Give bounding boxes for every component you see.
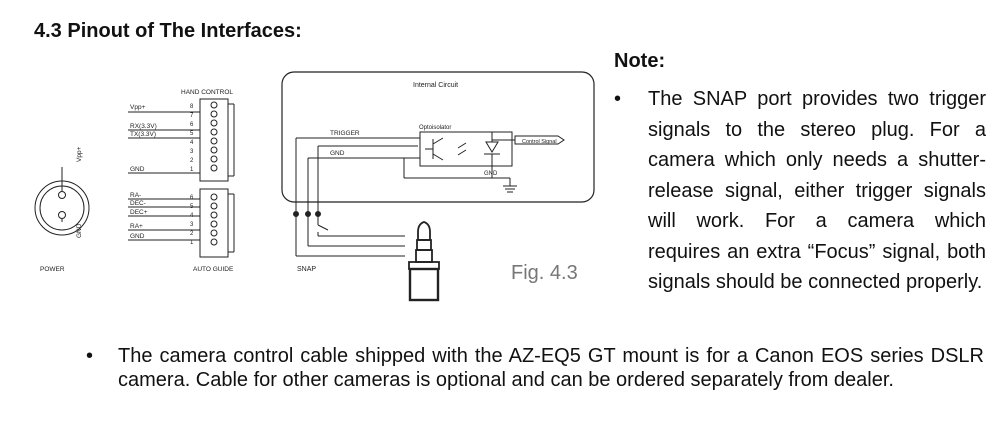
hc-pin-1: 1 xyxy=(190,167,194,173)
hand-control-signal-labels: Vpp+ RX(3.3V) TX(3.3V) GND xyxy=(130,104,157,173)
ag-pin-1: 1 xyxy=(190,240,194,246)
bottom-note-text: The camera control cable shipped with th… xyxy=(118,345,984,391)
note-title: Note: xyxy=(614,50,666,72)
ag-signal-ra-plus: RA+ xyxy=(130,223,143,230)
optoisolator-label: Optoisolator xyxy=(419,125,451,131)
hc-pin-5: 5 xyxy=(190,131,194,137)
bullet-icon: • xyxy=(614,88,622,110)
ag-signal-dec-plus: DEC+ xyxy=(130,209,148,216)
hc-pin-7: 7 xyxy=(190,113,194,119)
gnd-label: GND xyxy=(330,150,345,157)
snap-label: SNAP xyxy=(297,266,316,273)
power-gnd-label: GND xyxy=(76,223,83,238)
note-item: • The SNAP port provides two trigger sig… xyxy=(614,84,986,298)
hand-control-pin-numbers: 8 7 6 5 4 3 2 1 xyxy=(190,104,194,173)
power-connector xyxy=(34,167,90,236)
power-label: POWER xyxy=(40,266,65,273)
power-vpp-label: Vpp+ xyxy=(76,146,83,162)
hc-signal-gnd: GND xyxy=(130,166,145,173)
hc-signal-tx: TX(3.3V) xyxy=(130,131,156,138)
figure-label: Fig. 4.3 xyxy=(511,262,578,284)
trigger-label: TRIGGER xyxy=(330,130,360,137)
ag-pin-6: 6 xyxy=(190,195,194,201)
hc-pin-8: 8 xyxy=(190,104,194,110)
hand-control-title: HAND CONTROL xyxy=(181,89,233,96)
bullet-icon: • xyxy=(86,345,94,367)
section-heading: 4.3 Pinout of The Interfaces: xyxy=(34,20,302,42)
hc-pin-3: 3 xyxy=(190,149,194,155)
auto-guide-title: AUTO GUIDE xyxy=(193,266,234,273)
hand-control-connector: HAND CONTROL xyxy=(128,89,235,182)
gnd2-label: GND xyxy=(484,171,498,177)
internal-circuit-title: Internal Circuit xyxy=(413,82,458,89)
hc-pin-6: 6 xyxy=(190,122,194,128)
ag-pin-3: 3 xyxy=(190,222,194,228)
control-signal-label: Control Signal xyxy=(522,139,557,145)
hc-signal-rx: RX(3.3V) xyxy=(130,123,157,130)
auto-guide-pin-numbers: 6 5 4 3 2 1 xyxy=(190,195,194,246)
bottom-note-item: • The camera control cable shipped with … xyxy=(86,344,984,392)
hc-signal-vpp: Vpp+ xyxy=(130,104,146,111)
ag-pin-2: 2 xyxy=(190,231,194,237)
auto-guide-connector xyxy=(128,188,235,258)
snap-port xyxy=(293,211,405,257)
hc-pin-2: 2 xyxy=(190,158,194,164)
ag-pin-4: 4 xyxy=(190,213,194,219)
hc-pin-4: 4 xyxy=(190,140,194,146)
note-text: The SNAP port provides two trigger signa… xyxy=(648,88,986,293)
ag-signal-gnd: GND xyxy=(130,233,145,240)
auto-guide-signal-labels: RA- DEC- DEC+ RA+ GND xyxy=(130,192,148,240)
internal-circuit-box xyxy=(281,71,595,203)
ag-signal-dec-minus: DEC- xyxy=(130,200,146,207)
stereo-plug xyxy=(408,221,440,302)
ag-pin-5: 5 xyxy=(190,204,194,210)
ag-signal-ra-minus: RA- xyxy=(130,192,141,199)
internal-circuit-wiring xyxy=(295,131,565,212)
